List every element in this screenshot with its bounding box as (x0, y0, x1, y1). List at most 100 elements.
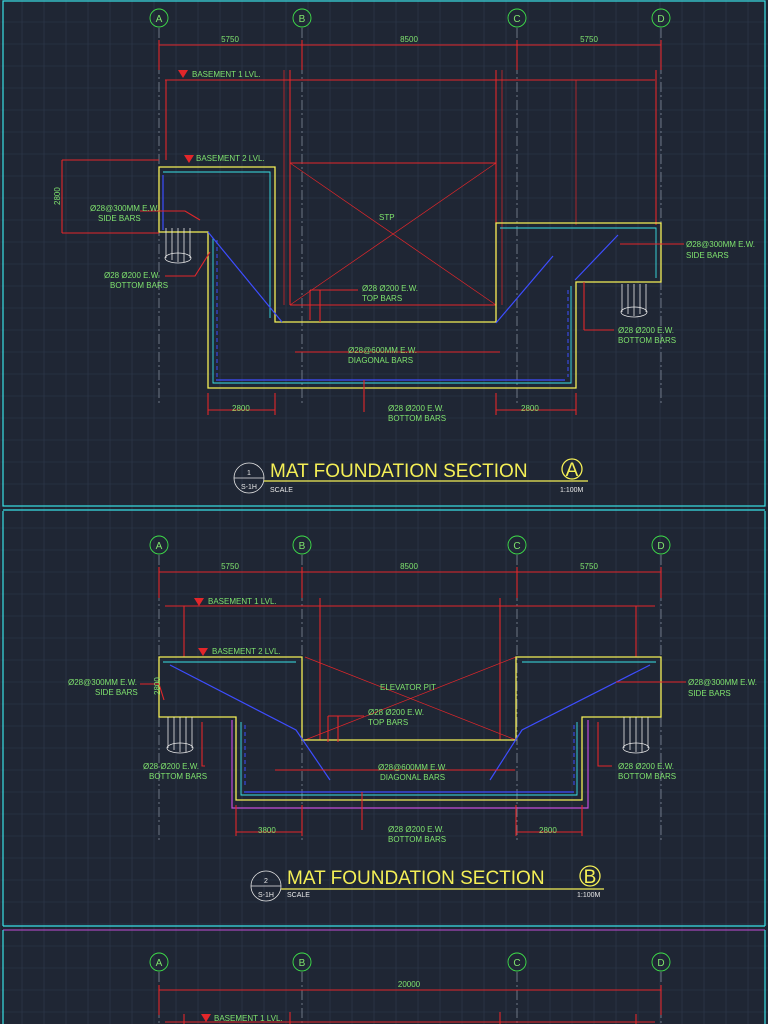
rebar-side (216, 240, 569, 377)
level-marker-icon (194, 598, 204, 606)
svg-text:B: B (299, 958, 306, 969)
diagonal-bars-label: DIAGONAL BARS (348, 356, 413, 365)
top-bars-label: Ø28 Ø200 E.W. (362, 284, 418, 293)
pile-bundle-right (622, 717, 650, 754)
diagonal-bars-label: Ø28@600MM E.W. (348, 346, 417, 355)
bottom-bars-label: BOTTOM BARS (618, 772, 676, 781)
pile-bundle-left (166, 717, 194, 754)
scale-value: 1:100M (560, 487, 584, 494)
side-bars-label: Ø28@300MM E.W. (688, 678, 757, 687)
axis-bubble-d: D (651, 535, 671, 555)
axis-bubble-c: C (507, 8, 527, 28)
scale-label: SCALE (287, 892, 310, 899)
elevator-pit-label: ELEVATOR PIT (380, 683, 436, 692)
section-title-b: 2 S-1H MAT FOUNDATION SECTION B SCALE 1:… (250, 865, 604, 902)
side-bars-label: SIDE BARS (95, 688, 138, 697)
leader-line (140, 210, 201, 221)
dim-label: 2800 (521, 404, 539, 413)
foundation-outline (158, 656, 662, 801)
scale-value: 1:100M (577, 892, 601, 899)
level-marker-icon (198, 648, 208, 656)
top-dimension-line (158, 40, 662, 70)
bottom-dimension-lines (235, 792, 583, 836)
side-bars-label: SIDE BARS (688, 689, 731, 698)
svg-text:A: A (156, 14, 163, 25)
section-b: A B C D 5750 8500 5750 BASEMENT 1 LVL. E… (68, 535, 757, 902)
bottom-bars-label: Ø28 Ø200 E.W. (618, 762, 674, 771)
leader-line (597, 722, 612, 767)
level-marker-icon (178, 70, 188, 78)
foundation-cover-lines (163, 171, 657, 384)
panel-frame-a (2, 0, 766, 507)
column-lines-thin (283, 70, 577, 305)
rebar-side (244, 725, 575, 788)
stp-room (290, 162, 496, 306)
basement2-label: BASEMENT 2 LVL. (196, 154, 265, 163)
leader-line (583, 282, 614, 331)
side-bars-label: Ø28@300MM E.W. (686, 240, 755, 249)
bottom-bars-label: Ø28 Ø200 E.W. (388, 825, 444, 834)
top-dimension-line (158, 567, 662, 598)
top-bars-label: Ø28 Ø200 E.W. (368, 708, 424, 717)
height-dim-label: 2800 (53, 187, 62, 205)
axis-bubble-a: A (149, 535, 169, 555)
leader-line (140, 683, 165, 701)
basement1-label: BASEMENT 1 LVL. (208, 597, 277, 606)
leader-line (327, 715, 364, 742)
basement2-label: BASEMENT 2 LVL. (212, 647, 281, 656)
leader-line (309, 289, 358, 322)
dim-label: 5750 (580, 35, 598, 44)
elevator-pit-cross (304, 656, 517, 741)
level-marker-icon (184, 155, 194, 163)
dim-label: 8500 (400, 562, 418, 571)
bubble-number: 1 (247, 470, 251, 477)
bottom-bars-label: Ø28 Ø200 E.W. (388, 404, 444, 413)
rebar-diagonal (162, 175, 619, 381)
svg-text:C: C (513, 14, 520, 25)
bottom-bars-label: BOTTOM BARS (618, 336, 676, 345)
bubble-number: 2 (264, 878, 268, 885)
axis-bubble-b: B (292, 535, 312, 555)
section-title-a: 1 S-1H MAT FOUNDATION SECTION A SCALE 1:… (233, 458, 588, 494)
bubble-sheet: S-1H (241, 484, 257, 491)
stp-label: STP (379, 213, 395, 222)
foundation-cover-lines (163, 661, 656, 796)
height-dim-label: 2800 (153, 677, 162, 695)
scale-label: SCALE (270, 487, 293, 494)
svg-text:C: C (513, 541, 520, 552)
axis-bubble-c: C (507, 952, 527, 972)
section-a: A B C D 5750 8500 5750 BASEMENT 1 LVL. S… (53, 8, 755, 494)
axis-bubble-b: B (292, 8, 312, 28)
basement1-level-line (165, 1012, 655, 1024)
stp-room-cross (289, 162, 497, 306)
basement1-label: BASEMENT 1 LVL. (192, 70, 261, 79)
column-lines (165, 70, 657, 305)
dim-label: 2800 (539, 826, 557, 835)
pile-bundle-right (620, 284, 648, 318)
bottom-bars-label: BOTTOM BARS (110, 281, 168, 290)
side-bars-label: Ø28@300MM E.W. (68, 678, 137, 687)
waterproofing-line (231, 720, 589, 809)
dim-label: 20000 (398, 980, 421, 989)
dim-label: 5750 (221, 562, 239, 571)
height-dim-line (61, 159, 159, 234)
side-bars-label: Ø28@300MM E.W. (90, 204, 159, 213)
bottom-bars-label: Ø28 Ø200 E.W. (143, 762, 199, 771)
dim-label: 5750 (580, 562, 598, 571)
side-bars-label: SIDE BARS (686, 251, 729, 260)
section-letter: B (584, 867, 597, 888)
axis-bubble-b: B (292, 952, 312, 972)
bottom-bars-label: BOTTOM BARS (388, 414, 446, 423)
bottom-bars-label: Ø28 Ø200 E.W. (104, 271, 160, 280)
side-bars-label: SIDE BARS (98, 214, 141, 223)
pile-bundle-left (164, 228, 192, 264)
leader-line (165, 251, 211, 277)
svg-text:D: D (657, 541, 664, 552)
axis-bubble-a: A (149, 952, 169, 972)
bottom-dimension-lines (207, 380, 577, 415)
level-marker-icon (201, 1014, 211, 1022)
top-bars-label: TOP BARS (368, 718, 408, 727)
dim-label: 8500 (400, 35, 418, 44)
svg-text:A: A (156, 541, 163, 552)
